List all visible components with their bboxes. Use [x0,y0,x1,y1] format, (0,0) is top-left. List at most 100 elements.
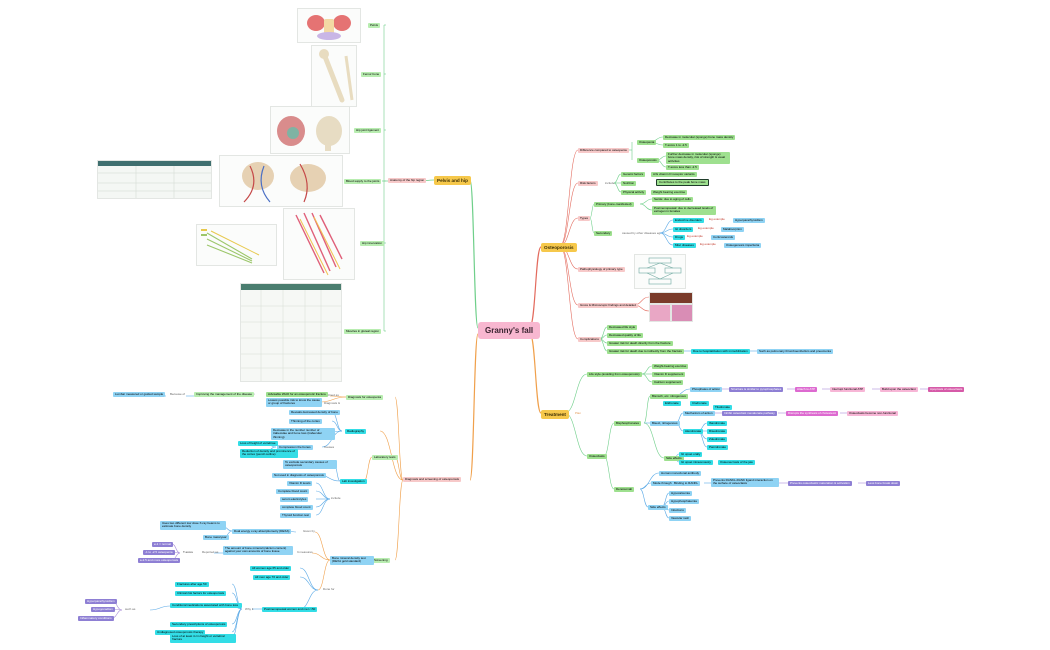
lab-cbc-2[interactable]: complete blood count [280,505,313,511]
lab-thyroid[interactable]: Thyroid function test [280,513,312,519]
types-primary[interactable]: Primary (bone-manifested) [594,202,634,208]
branch-pelvis-and-hip[interactable]: Pelvis and hip [434,176,471,186]
bis-interrupt-atp[interactable]: Interrupt functional ATP [830,387,866,393]
screening-compares[interactable]: The amount of bone mineral (calcium cont… [223,546,293,555]
risk-nutrition[interactable]: Nutrition [621,181,637,187]
dexa-two-beams[interactable]: Uses two different low dose X-ray beams … [160,521,226,530]
reason-clinical[interactable]: Clinical risk factors for osteoporosis [175,591,227,597]
nitro-alendronate[interactable]: Alendronate [683,429,704,435]
dx-lowest-risk[interactable]: Lowest possible risk to know the cause o… [266,398,322,407]
branch-osteoporosis[interactable]: Osteoporosis [541,243,577,253]
tscore-osteoporosis[interactable]: ≤-2.5 and more osteoporosis [138,558,181,564]
primary-postmenopausal[interactable]: Postmenopausal: due to decreased levels … [652,206,716,215]
osteoclasts-bisphosphonates[interactable]: Bisphosphonates [614,421,642,427]
complication-quality[interactable]: Decreased quality of life [607,333,644,339]
secondary-gi-ex[interactable]: Malabsorption [721,227,744,233]
hip-ligament-image[interactable] [270,106,350,154]
secondary-endocrine-ex[interactable]: Hyperparathyroidism [733,218,765,224]
denosumab-binding[interactable]: Binding to RANKL [672,481,701,487]
side-osteonecrosis[interactable]: Osteonecrosis of the jaw [718,460,755,466]
lifestyle-weight-bearing[interactable]: Weight-bearing exercise [652,364,689,370]
secondary-endocrine[interactable]: Endocrine disorders [673,218,704,224]
risk-activity-leaf[interactable]: Weight bearing exercise [651,190,688,196]
dx-for-osteopenia[interactable]: Diagnosis for osteopenia [346,395,384,401]
bis-attach-atp[interactable]: Attach to ATP [795,387,818,393]
treatment-osteoclasts[interactable]: Osteoclasts [587,454,607,460]
denosumab-hypocalcemia[interactable]: Hypocalcemia [669,491,692,497]
reason-height-loss[interactable]: Loss of at least 4 cm height or vertebra… [170,634,236,643]
primary-senile[interactable]: Senile: due to aging of cells [652,197,693,203]
complication-hospitalization[interactable]: Due to hospitalization with immobilizati… [691,349,750,355]
radiography-pencil-outline[interactable]: Reduction of density and prominence of t… [240,449,298,458]
bis-etidronate[interactable]: Etidronate [663,401,681,407]
bis-clodronate[interactable]: Clodronate [690,401,709,407]
treatment-lifestyle[interactable]: Life style (avoiding from osteoporosis) [587,372,642,378]
reason-conditions[interactable]: Conditions/medications associated with b… [170,603,242,609]
treatment-denosumab[interactable]: Denosumab [614,487,635,493]
branch-diagnosis-screening[interactable]: Diagnosis and screening of osteoporosis [403,477,462,483]
complication-death-direct[interactable]: Greater risk for death directly from the… [607,341,673,347]
osteopenia-leaf-1[interactable]: Decrease in molecular (sponge) bone mass… [663,135,736,141]
blood-supply-image[interactable] [219,155,343,207]
denosumab-infections[interactable]: Infections [669,508,686,514]
tscore-osteopenia[interactable]: -1 to -2.5 osteopenia [143,550,175,556]
denosumab-hypophosphatemia[interactable]: Hypophosphatemia [669,499,699,505]
osteo-complications[interactable]: Complications [578,337,601,343]
bis-structure[interactable]: Structure is similar to pyrophosphates [729,387,784,393]
nitro-zoledronate[interactable]: Zoledronate [707,437,728,443]
dx-who-advisable[interactable]: Advisable WHO for an osteoporotic fractu… [266,392,328,398]
bis-side-effects[interactable]: Side effects [664,456,684,462]
osteo-gross-microscopic[interactable]: Gross & Microscopic findings and detaile… [578,303,638,309]
osteo-osteoporosis[interactable]: Osteoporosis [637,158,659,164]
secondary-drugs[interactable]: Drugs [673,235,686,241]
osteoporosis-leaf-2[interactable]: T-score less than -2.5 [666,165,699,171]
osteopenia-leaf-2[interactable]: T-score 1 to -2.5 [663,143,689,149]
lifestyle-calcium[interactable]: Calcium supplement [652,380,684,386]
pelvis-image[interactable] [297,8,361,43]
pelvis-item-gluteal-muscles[interactable]: Muscles in gluteal region [344,329,382,335]
nitro-mevalonate[interactable]: Inhibit osteoclast mevalonate pathway [722,411,777,417]
denosumab-rash[interactable]: Vascular rash [669,516,692,522]
bis-build-upon[interactable]: Build upon the osteoclast [880,387,918,393]
denosumab-maturation[interactable]: Prevents osteoclastic maturation & activ… [788,481,852,487]
risk-genetic-leaf[interactable]: A/G vitamin D receptor variants [651,172,697,178]
nitro-nonfunctional[interactable]: Osteoclasts become non-functional [847,411,898,417]
bis-apoptosis[interactable]: Apoptosis of osteoclasts [928,387,965,393]
denosumab-effect[interactable]: Human monoclonal antibody [659,471,702,477]
dx-improving-management[interactable]: Improving the management of the disease [194,392,255,398]
risk-nutrition-leaf[interactable]: Contributes to the peak bone mass [656,179,709,187]
screening-dexa[interactable]: Dual energy x-ray absorptiometry (DEXA) [232,529,292,535]
nitro-cholesterol[interactable]: Disrupts the synthesis of cholesterol [786,411,839,417]
nitro-moa[interactable]: Mechanism of action [683,411,715,417]
branch-treatment[interactable]: Treatment [541,410,569,420]
innervation-image[interactable] [283,208,355,280]
denosumab-mode[interactable]: Mode through [651,481,674,487]
lifestyle-vitamin-d[interactable]: Vitamin D supplement [652,372,686,378]
radiography-decreased-density[interactable]: Reveals decreased density of bone [289,410,340,416]
innervation-diagram-image[interactable] [196,224,277,266]
nitro-ibandronate[interactable]: Ibandronate [707,421,728,427]
gluteal-muscles-table-image[interactable] [240,283,342,382]
osteo-difference[interactable]: Difference compared to osteopenia [578,148,629,154]
radiography-height-loss[interactable]: Loss of height of vertebrae [238,441,278,447]
femur-image[interactable] [311,45,357,107]
root-node-grannys-fall[interactable]: Granny's fall [478,322,541,340]
lab-electrolytes[interactable]: serum electrolytes [280,497,309,503]
screening-men-70[interactable]: All men age 70 and older [253,575,291,581]
side-gi-iv[interactable]: GI upset intravenously [679,460,713,466]
denosumab-prevents-interaction[interactable]: Prevents RANKL-RANK ligand interaction o… [711,478,779,487]
complication-lifestyle[interactable]: Decreased life style [607,325,638,331]
cond-hypogonadism[interactable]: Hypogonadism [91,607,116,613]
lab-exclude-secondary[interactable]: To exclude secondary causes of osteoporo… [283,460,337,469]
bis-nitrogenous[interactable]: Bisect, nitrogenous [650,421,680,427]
dx-radiography[interactable]: Radiography [345,429,367,435]
dexa-bone-mass[interactable]: Bone mass/year [203,535,229,541]
gross-bone-image[interactable] [649,292,693,304]
side-gi-oral[interactable]: GI upset orally [679,452,703,458]
reason-fractures[interactable]: Fractures after age 50 [175,582,209,588]
radiography-thinning-cortex[interactable]: Thinning of the cortex [289,419,322,425]
pathophysiology-image[interactable] [634,254,686,289]
denosumab-less-breakdown[interactable]: Less bone break down [866,481,901,487]
screening-postmenopausal[interactable]: Postmenopausal women and men >50 [262,607,318,613]
osteo-types[interactable]: Types [578,216,591,222]
